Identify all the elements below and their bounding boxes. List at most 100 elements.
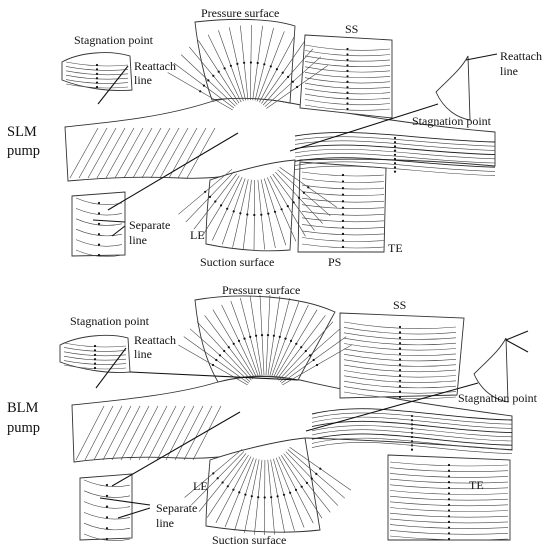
slm-inset-streamline [75,239,123,247]
slm-inset-streamline [75,228,123,237]
inlet-streamline [177,127,207,179]
blm-inset-streamline-dot [93,358,97,361]
inlet-streamline [114,127,144,179]
inlet-streamline [75,405,105,461]
slm-suction-streamline-dot [204,190,207,193]
inlet-streamline [186,127,216,179]
blm-pressure-streamline-dot [215,358,218,362]
blm-pressure-fan [194,295,336,383]
blm-suction-streamline-dot [289,491,292,494]
blm-pump-label-2: pump [7,420,40,436]
slm-pressure-streamline-dot [223,67,226,70]
slm-inset-streamline-dot [97,253,101,257]
slm-main-channel [64,97,496,182]
blm-ss-streamline-dot [398,347,402,350]
blm-ss-streamline-dot [398,369,402,372]
streamline-arrow-dot [393,145,397,148]
slm-suction-streamline-dot [253,213,256,217]
blm-ss-streamline-dot [398,363,402,366]
blm-arrow-right-2 [505,339,529,353]
slm-reattach-left-l1: Reattach [134,59,176,73]
streamline-arrow-dot [393,149,397,152]
slm-ss-box [299,34,393,119]
blm-reattach-l2: line [134,347,152,361]
slm-pressure-streamline-dot [281,71,284,74]
slm-pressure-surface: Pressure surface [201,6,279,20]
inlet-streamline [129,405,159,461]
blm-te-streamline-dot [447,515,451,518]
streamline-arrow-dot [393,157,397,161]
outlet-streamline [294,165,496,176]
slm-arrow-separate-1 [107,132,239,211]
slm-inset-left-top [61,52,133,91]
blm-ss: SS [393,298,406,312]
slm-ps-streamline-dot [341,213,345,216]
slm-inset-streamline-dot [95,77,99,80]
blm-suction-streamline-dot [263,496,266,499]
slm-pressure-fan [194,18,296,104]
slm-ss-streamline-dot [346,86,349,89]
slm-arrow-reattach-left [97,65,129,105]
slm-suction-streamline-dot [246,213,249,216]
blm-suction-streamline-dot [221,481,224,484]
blm-reattach-l1: Reattach [134,333,176,347]
slm-ss-streamline-dot [346,47,349,51]
blm-suction-streamline-dot [226,485,229,488]
slm-pressure-streamline-dot [263,63,266,66]
inlet-streamline [123,127,153,179]
blm-suction-streamline-dot [282,493,286,496]
blm-suction-streamline-dot [238,491,241,494]
slm-ss-streamline-dot [346,64,349,67]
blm-ss-streamline [343,348,457,356]
slm-pressure-streamline-dot [269,65,272,68]
slm-suction-streamline-dot [267,212,270,215]
slm-ps-streamline-dot [341,206,345,209]
slm-pressure-streamline-dot [217,70,220,73]
blm-te-streamline-dot [447,537,451,541]
slm-inset-streamline-dot [95,63,99,67]
streamline-arrow-dot [393,162,397,165]
blm-pressure-streamline-dot [211,363,215,367]
blm-te: TE [469,478,484,492]
blm-ss-streamline [343,327,457,335]
blm-suction-streamline-dot [305,481,308,484]
outlet-streamline [294,157,496,168]
blm-te-streamline-dot [447,526,451,529]
slm-suction-streamline-dot [286,205,289,208]
inlet-streamline [93,405,123,461]
blm-pressure-streamline-dot [249,335,252,338]
outlet-streamline [311,412,513,425]
blm-inset-right-top [473,337,509,403]
inlet-streamline [105,127,135,179]
slm-ss-streamline-dot [346,69,349,72]
inlet-streamline [156,405,186,461]
blm-ss-streamline-dot [398,395,402,399]
slm-ps-streamline-dot [341,219,345,222]
blm-pressure-streamline-dot [289,339,293,342]
outlet-streamline [311,433,513,446]
slm-inset-streamline [75,208,123,216]
blm-suction-fan [205,437,321,533]
slm-ss: SS [345,22,358,36]
blm-pressure-streamline-dot [272,334,275,337]
blm-pressure-streamline-dot [260,334,264,337]
outlet-streamline [311,416,513,429]
slm-suction-streamline-dot [292,201,295,204]
slm-inset-streamline-dot [95,68,99,71]
blm-te-streamline-dot [447,509,451,512]
blm-inset-streamline [83,501,131,509]
blm-ss-streamline [343,343,457,351]
inlet-streamline [84,405,114,461]
inlet-streamline [168,127,198,179]
slm-pressure-streamline-dot [199,90,202,93]
slm-ps-streamline-dot [341,245,345,249]
slm-inset-streamline-dot [95,81,99,84]
blm-arrow-stagnation-left [129,371,299,381]
blm-stagnation-point-left: Stagnation point [70,314,150,328]
slm-inset-streamline-dot [97,222,101,225]
slm-panel: Stagnation point Reattach line Pressure … [7,6,542,269]
blm-te-streamline-dot [447,463,451,467]
blm-arrow-separate-1 [111,411,241,487]
blm-pressure-streamline-dot [223,349,226,353]
blm-suction-streamline-dot [257,496,260,499]
